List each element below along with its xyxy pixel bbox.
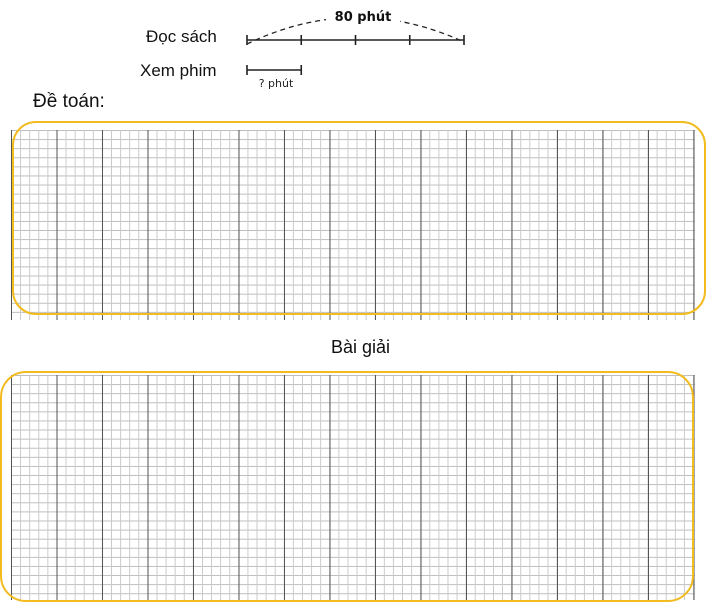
movie-label: Xem phim <box>140 61 217 80</box>
total-label-bg <box>326 5 400 25</box>
problem-writing-grid[interactable] <box>11 130 695 320</box>
segment-diagram: 80 phút ? phút <box>246 5 465 90</box>
reading-total-label: 80 phút <box>335 10 392 25</box>
reading-bar <box>246 35 465 45</box>
movie-bar <box>246 65 303 75</box>
movie-unknown-label: ? phút <box>259 77 294 90</box>
solution-heading: Bài giải <box>331 337 391 357</box>
reading-label: Đọc sách <box>146 27 217 46</box>
solution-frame <box>0 371 694 602</box>
problem-heading: Đề toán: <box>33 91 105 112</box>
solution-writing-grid[interactable] <box>11 375 695 600</box>
problem-frame <box>12 121 706 315</box>
